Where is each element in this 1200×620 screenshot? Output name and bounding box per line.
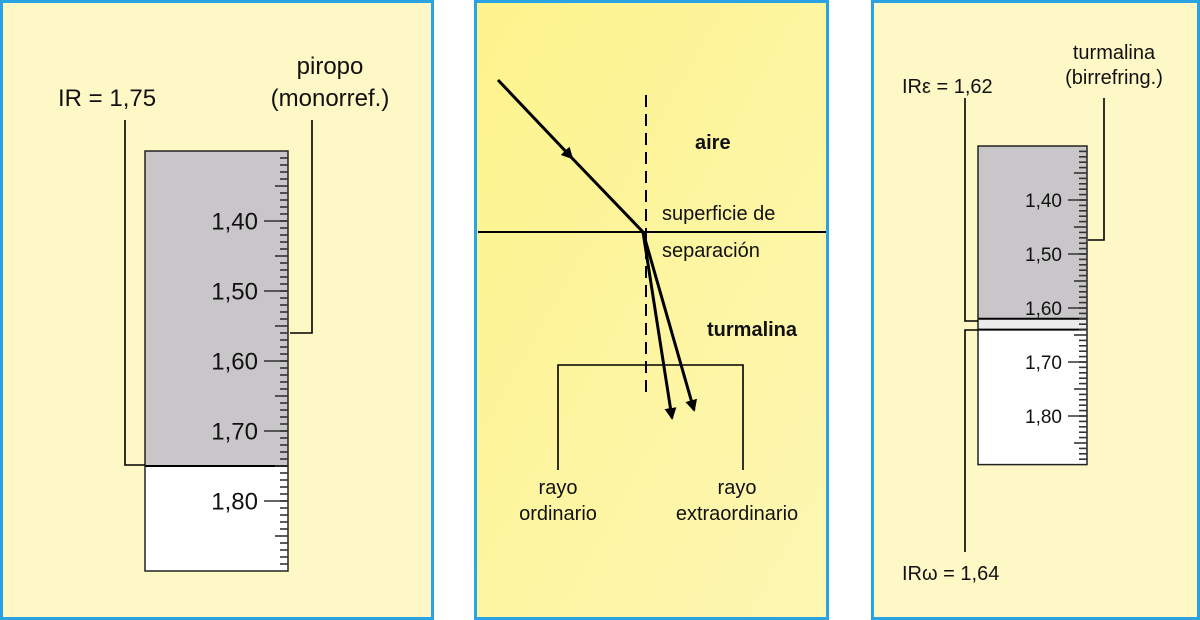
extraordinary-ray-label-2: extraordinario — [676, 503, 798, 525]
gem-type-label: (birrefring.) — [1065, 67, 1163, 89]
scale-label: 1,80 — [211, 489, 258, 516]
scale-shadow-zone — [978, 146, 1087, 319]
scale-frame — [977, 145, 1088, 466]
scale-label: 1,50 — [1025, 245, 1062, 266]
ir-leader-line — [124, 120, 145, 466]
gem-leader-line — [290, 120, 313, 334]
refractometer-scale: 1,40 1,50 1,60 1,70 1,80 — [977, 145, 1088, 466]
surface-label-1: superficie de — [662, 203, 775, 225]
gem-leader-line — [1088, 98, 1105, 241]
incident-ray-arrow — [496, 78, 574, 160]
mineral-label: turmalina — [707, 319, 798, 341]
middle-panel-birefringence: aire superficie de separación turmalina … — [474, 0, 829, 620]
ir-reading-label: IR = 1,75 — [58, 85, 156, 112]
ordinary-ray-label-2: ordinario — [519, 503, 597, 525]
incident-ray — [568, 154, 645, 234]
gem-name-label: turmalina — [1073, 42, 1156, 64]
ordinary-ray — [641, 231, 677, 420]
scale-intermediate-zone — [978, 318, 1087, 330]
scale-label: 1,60 — [1025, 299, 1062, 320]
scale-label: 1,70 — [211, 419, 258, 446]
right-panel-birefringent: IRε = 1,62 turmalina (birrefring.) IRω =… — [871, 0, 1200, 620]
scale-shadow-zone — [145, 151, 288, 466]
gem-type-label: (monorref.) — [271, 85, 390, 112]
scale-label: 1,50 — [211, 279, 258, 306]
air-label: aire — [695, 132, 731, 154]
extraordinary-ray-label-1: rayo — [718, 477, 757, 499]
surface-label-2: separación — [662, 240, 760, 262]
ordinary-ray-label-1: rayo — [539, 477, 578, 499]
scale-label: 1,40 — [211, 209, 258, 236]
scale-label: 1,40 — [1025, 191, 1062, 212]
scale-label: 1,70 — [1025, 353, 1062, 374]
refractometer-scale: 1,40 1,50 1,60 1,70 1,80 — [144, 150, 289, 572]
ir-omega-label: IRω = 1,64 — [902, 563, 999, 585]
gem-name-label: piropo — [297, 53, 364, 80]
scale-label: 1,60 — [211, 349, 258, 376]
ir-epsilon-leader — [964, 98, 978, 322]
ir-epsilon-label: IRε = 1,62 — [902, 76, 993, 98]
extraordinary-ray — [641, 231, 698, 412]
ir-omega-leader — [964, 329, 978, 552]
ray-bracket — [557, 364, 744, 470]
scale-label: 1,80 — [1025, 407, 1062, 428]
left-panel-monorefringent: IR = 1,75 piropo (monorref.) 1,40 1,50 1,6… — [0, 0, 434, 620]
